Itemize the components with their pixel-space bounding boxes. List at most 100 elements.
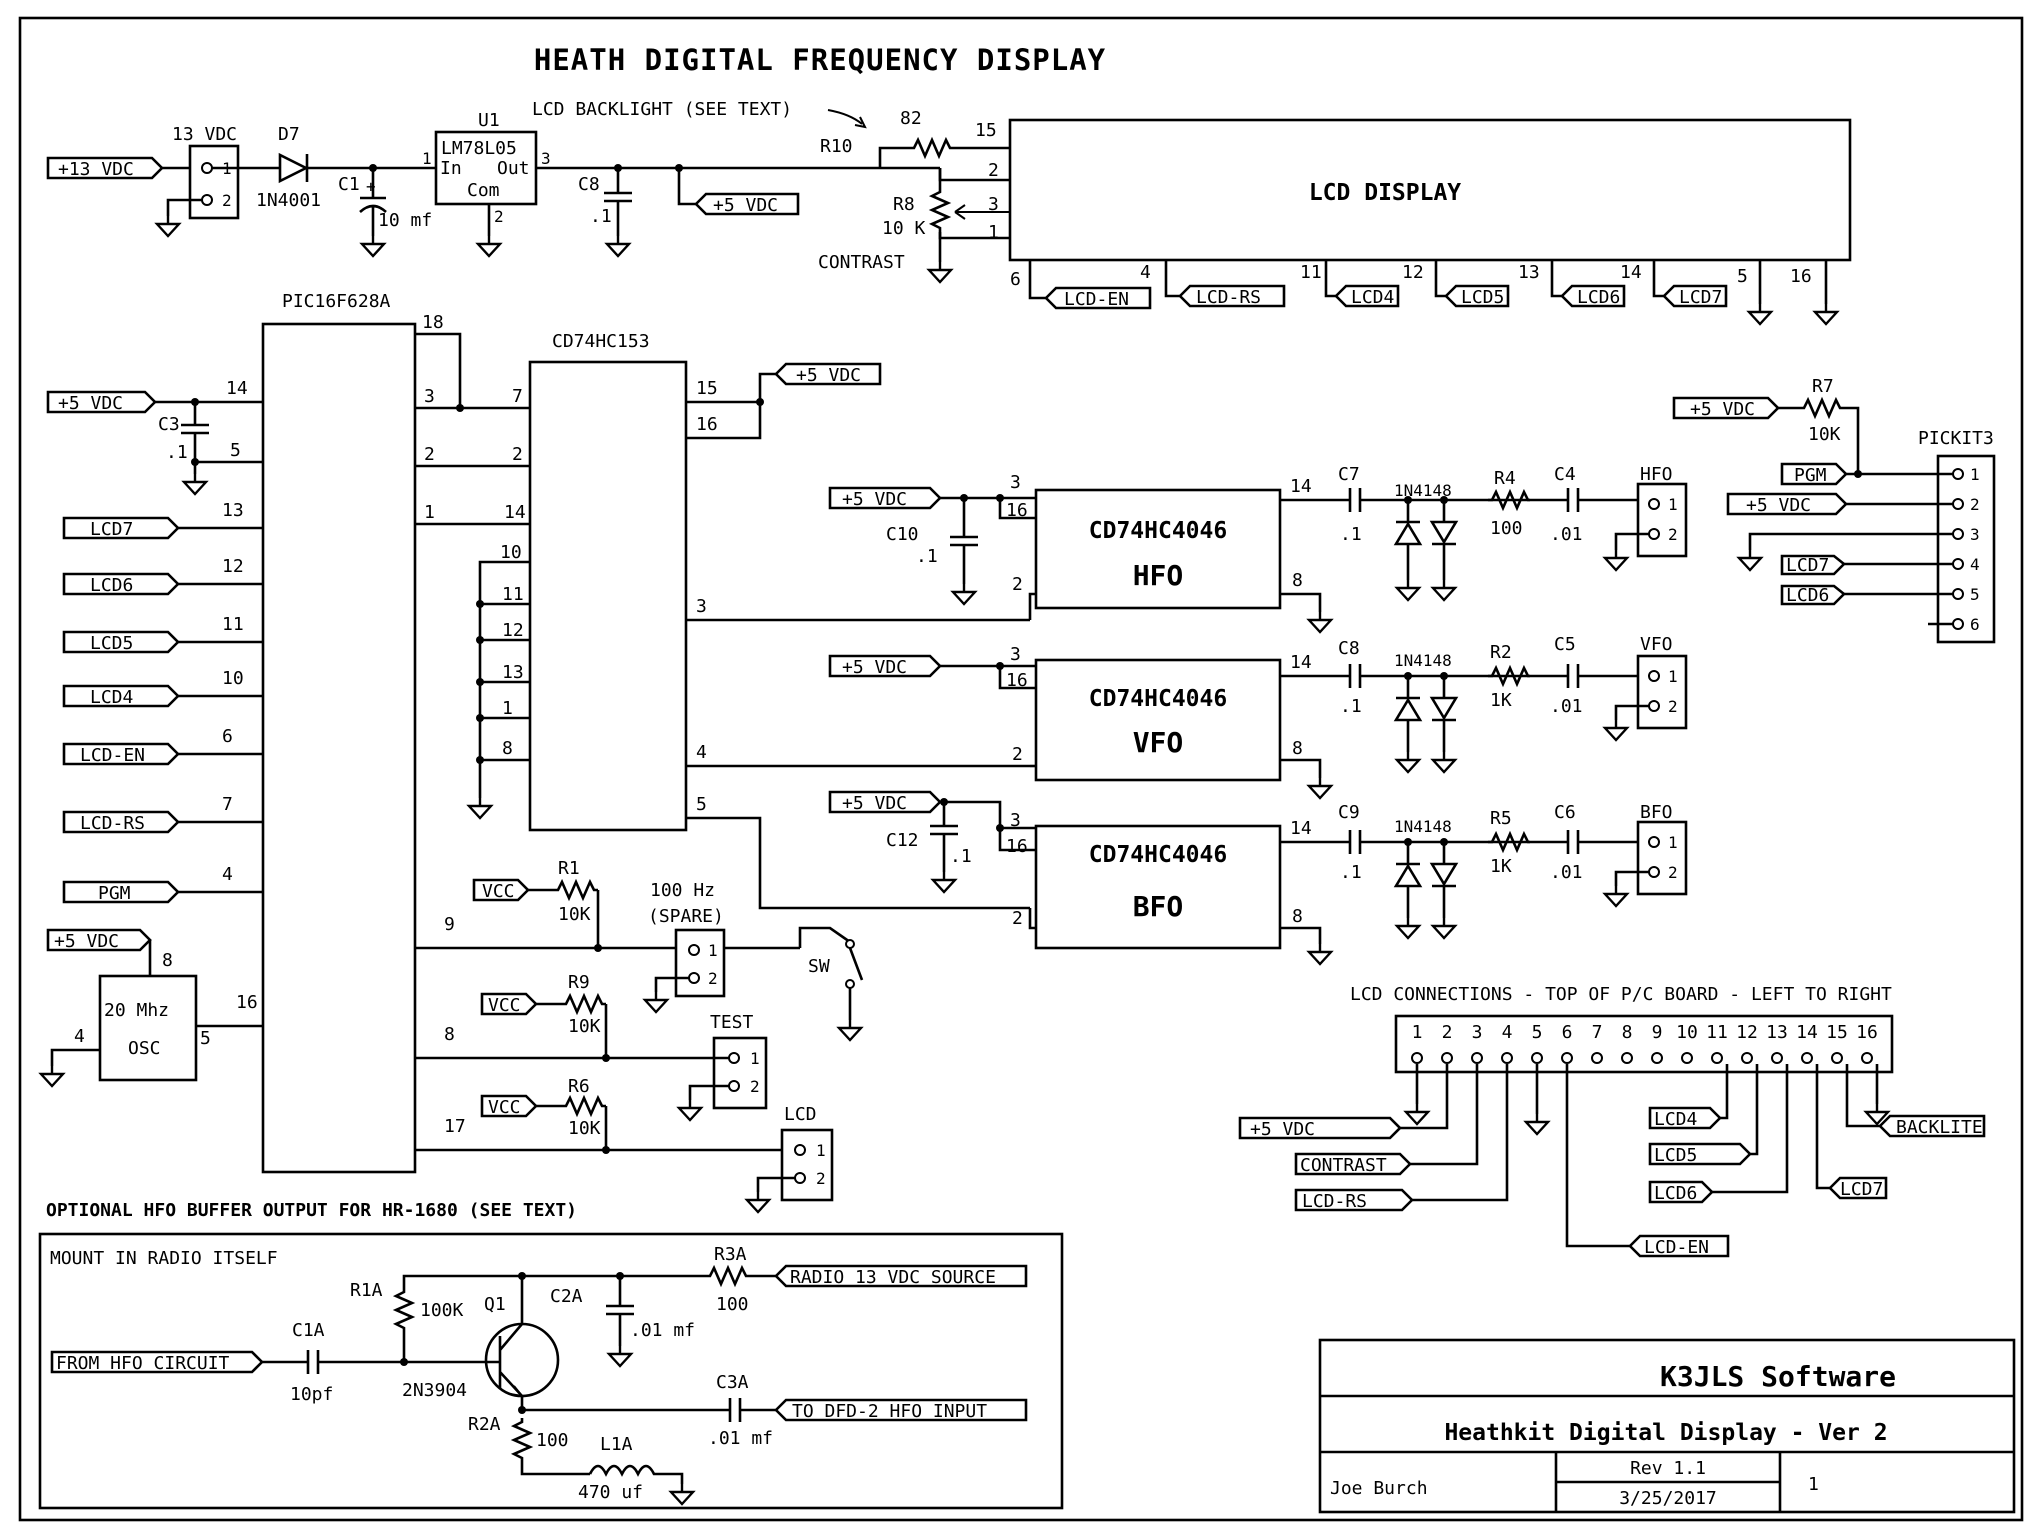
- pll-hfo: +5 VDC C10 .1 CD74HC4046 HFO 3 16 2 14 C…: [828, 464, 1688, 634]
- lcd-header-pin: [1741, 1052, 1753, 1064]
- lcd-header-pin: [1531, 1052, 1543, 1064]
- switch-section: VCC R1 10K 100 Hz (SPARE) 1 2 SW VCC R9 …: [472, 858, 864, 1214]
- net-label-5vdc-reg: [694, 192, 800, 216]
- svg-text:2: 2: [1668, 863, 1678, 882]
- net-label-contrast: [1294, 1152, 1412, 1176]
- connector-lcd-sw: [780, 1128, 834, 1202]
- svg-text:100: 100: [716, 1294, 749, 1315]
- svg-text:1: 1: [750, 1049, 760, 1068]
- sheet-border: [18, 16, 2024, 1522]
- svg-text:10K: 10K: [1808, 424, 1841, 445]
- lcd-header-pin: [1771, 1052, 1783, 1064]
- lcd-display: LCD DISPLAY 15 2 3 1 6 LCD-EN 4 LCD-RS 1…: [975, 118, 1852, 326]
- svg-text:C1: C1: [338, 174, 360, 195]
- inductor-l1a: [588, 1464, 684, 1484]
- net-label-vcc-r9: [480, 992, 538, 1016]
- lcd-header-pin-label: 15: [1826, 1022, 1848, 1043]
- svg-text:D7: D7: [278, 124, 300, 145]
- svg-text:18: 18: [422, 312, 444, 333]
- connector-13vdc: [188, 144, 240, 220]
- lcd-header-pin: [1471, 1052, 1483, 1064]
- svg-text:14: 14: [504, 502, 526, 523]
- regulator-u1: [434, 130, 538, 206]
- lcd-header-pin: [1831, 1052, 1843, 1064]
- svg-text:12: 12: [222, 556, 244, 577]
- svg-text:3: 3: [1010, 810, 1021, 831]
- svg-text:470 uf: 470 uf: [578, 1482, 643, 1503]
- svg-text:LCD4: LCD4: [90, 687, 133, 708]
- svg-text:.01 mf: .01 mf: [708, 1428, 773, 1449]
- lcd-header-pin-label: 7: [1592, 1022, 1603, 1043]
- connector-bfo: [1636, 820, 1688, 896]
- svg-text:R1: R1: [558, 858, 580, 879]
- svg-text:CONTRAST: CONTRAST: [1300, 1155, 1387, 1176]
- svg-text:C10: C10: [886, 524, 919, 545]
- net-label-13vdc: [46, 156, 164, 180]
- buffer-box: [38, 1232, 1064, 1510]
- svg-text:100: 100: [1490, 518, 1523, 539]
- net-label-vcc-r1: [472, 878, 530, 902]
- svg-text:13: 13: [1518, 262, 1540, 283]
- svg-text:15: 15: [696, 378, 718, 399]
- svg-text:C7: C7: [1338, 464, 1360, 485]
- pickit3-section: PICKIT3 1 2 3 4 5 6 +5 VDC R7 10K PGM +5…: [1672, 376, 1996, 644]
- svg-text:5: 5: [230, 440, 241, 461]
- svg-text:12: 12: [1402, 262, 1424, 283]
- svg-text:C12: C12: [886, 830, 919, 851]
- svg-text:+5 VDC: +5 VDC: [1690, 399, 1755, 420]
- svg-text:Joe Burch: Joe Burch: [1330, 1478, 1428, 1499]
- net-label-lcd7-mcu: [62, 516, 180, 540]
- svg-text:8: 8: [444, 1024, 455, 1045]
- lcd-header-pin: [1801, 1052, 1813, 1064]
- svg-text:14: 14: [1290, 818, 1312, 839]
- svg-text:.1: .1: [950, 846, 972, 867]
- svg-text:Rev 1.1: Rev 1.1: [1630, 1458, 1706, 1479]
- svg-text:3: 3: [696, 596, 707, 617]
- svg-text:10K: 10K: [568, 1118, 601, 1139]
- svg-text:1N4001: 1N4001: [256, 190, 321, 211]
- svg-text:+5 VDC: +5 VDC: [842, 793, 907, 814]
- svg-text:LCD-RS: LCD-RS: [1302, 1191, 1367, 1212]
- svg-text:LCD-EN: LCD-EN: [1644, 1237, 1709, 1258]
- svg-text:16: 16: [696, 414, 718, 435]
- svg-text:14: 14: [1620, 262, 1642, 283]
- svg-text:7: 7: [222, 794, 233, 815]
- svg-text:FROM HFO CIRCUIT: FROM HFO CIRCUIT: [56, 1353, 230, 1374]
- svg-text:R3A: R3A: [714, 1244, 747, 1265]
- lcd-header-pin-label: 13: [1766, 1022, 1788, 1043]
- cap-c1: [359, 168, 387, 236]
- svg-text:10pf: 10pf: [290, 1384, 333, 1405]
- svg-text:LCD6: LCD6: [90, 575, 133, 596]
- svg-text:Out: Out: [497, 158, 530, 179]
- svg-text:C3A: C3A: [716, 1372, 749, 1393]
- svg-text:LCD BACKLIGHT (SEE TEXT): LCD BACKLIGHT (SEE TEXT): [532, 99, 792, 120]
- cap-c12: [930, 802, 958, 872]
- svg-text:4: 4: [1970, 555, 1980, 574]
- lcd-header-pin-label: 4: [1502, 1022, 1513, 1043]
- svg-text:+5 VDC: +5 VDC: [54, 931, 119, 952]
- net-label-lcd6-pickit: [1780, 584, 1846, 606]
- lcd-header-pin-label: 14: [1796, 1022, 1818, 1043]
- svg-text:C8: C8: [578, 174, 600, 195]
- connector-pickit3: [1936, 454, 1996, 644]
- svg-text:R6: R6: [568, 1076, 590, 1097]
- svg-text:4: 4: [1140, 262, 1151, 283]
- svg-text:100: 100: [536, 1430, 569, 1451]
- svg-text:BFO: BFO: [1640, 802, 1673, 823]
- svg-text:2: 2: [1012, 908, 1023, 929]
- svg-text:2: 2: [1970, 495, 1980, 514]
- svg-text:MOUNT IN RADIO ITSELF: MOUNT IN RADIO ITSELF: [50, 1248, 278, 1269]
- net-label-vcc-r6: [480, 1094, 538, 1118]
- svg-text:PGM: PGM: [1794, 465, 1827, 486]
- net-label-lcd4-mcu: [62, 684, 180, 708]
- svg-text:1: 1: [424, 502, 435, 523]
- net-label-to-dfd2: [774, 1398, 1028, 1422]
- lcd-header-pin: [1681, 1052, 1693, 1064]
- oscillator-20mhz: [98, 974, 198, 1082]
- svg-text:HFO: HFO: [1133, 559, 1184, 592]
- svg-text:3: 3: [1010, 472, 1021, 493]
- lcd-header-pin-label: 16: [1856, 1022, 1878, 1043]
- svg-text:LCD6: LCD6: [1577, 287, 1620, 308]
- svg-text:R10: R10: [820, 136, 853, 157]
